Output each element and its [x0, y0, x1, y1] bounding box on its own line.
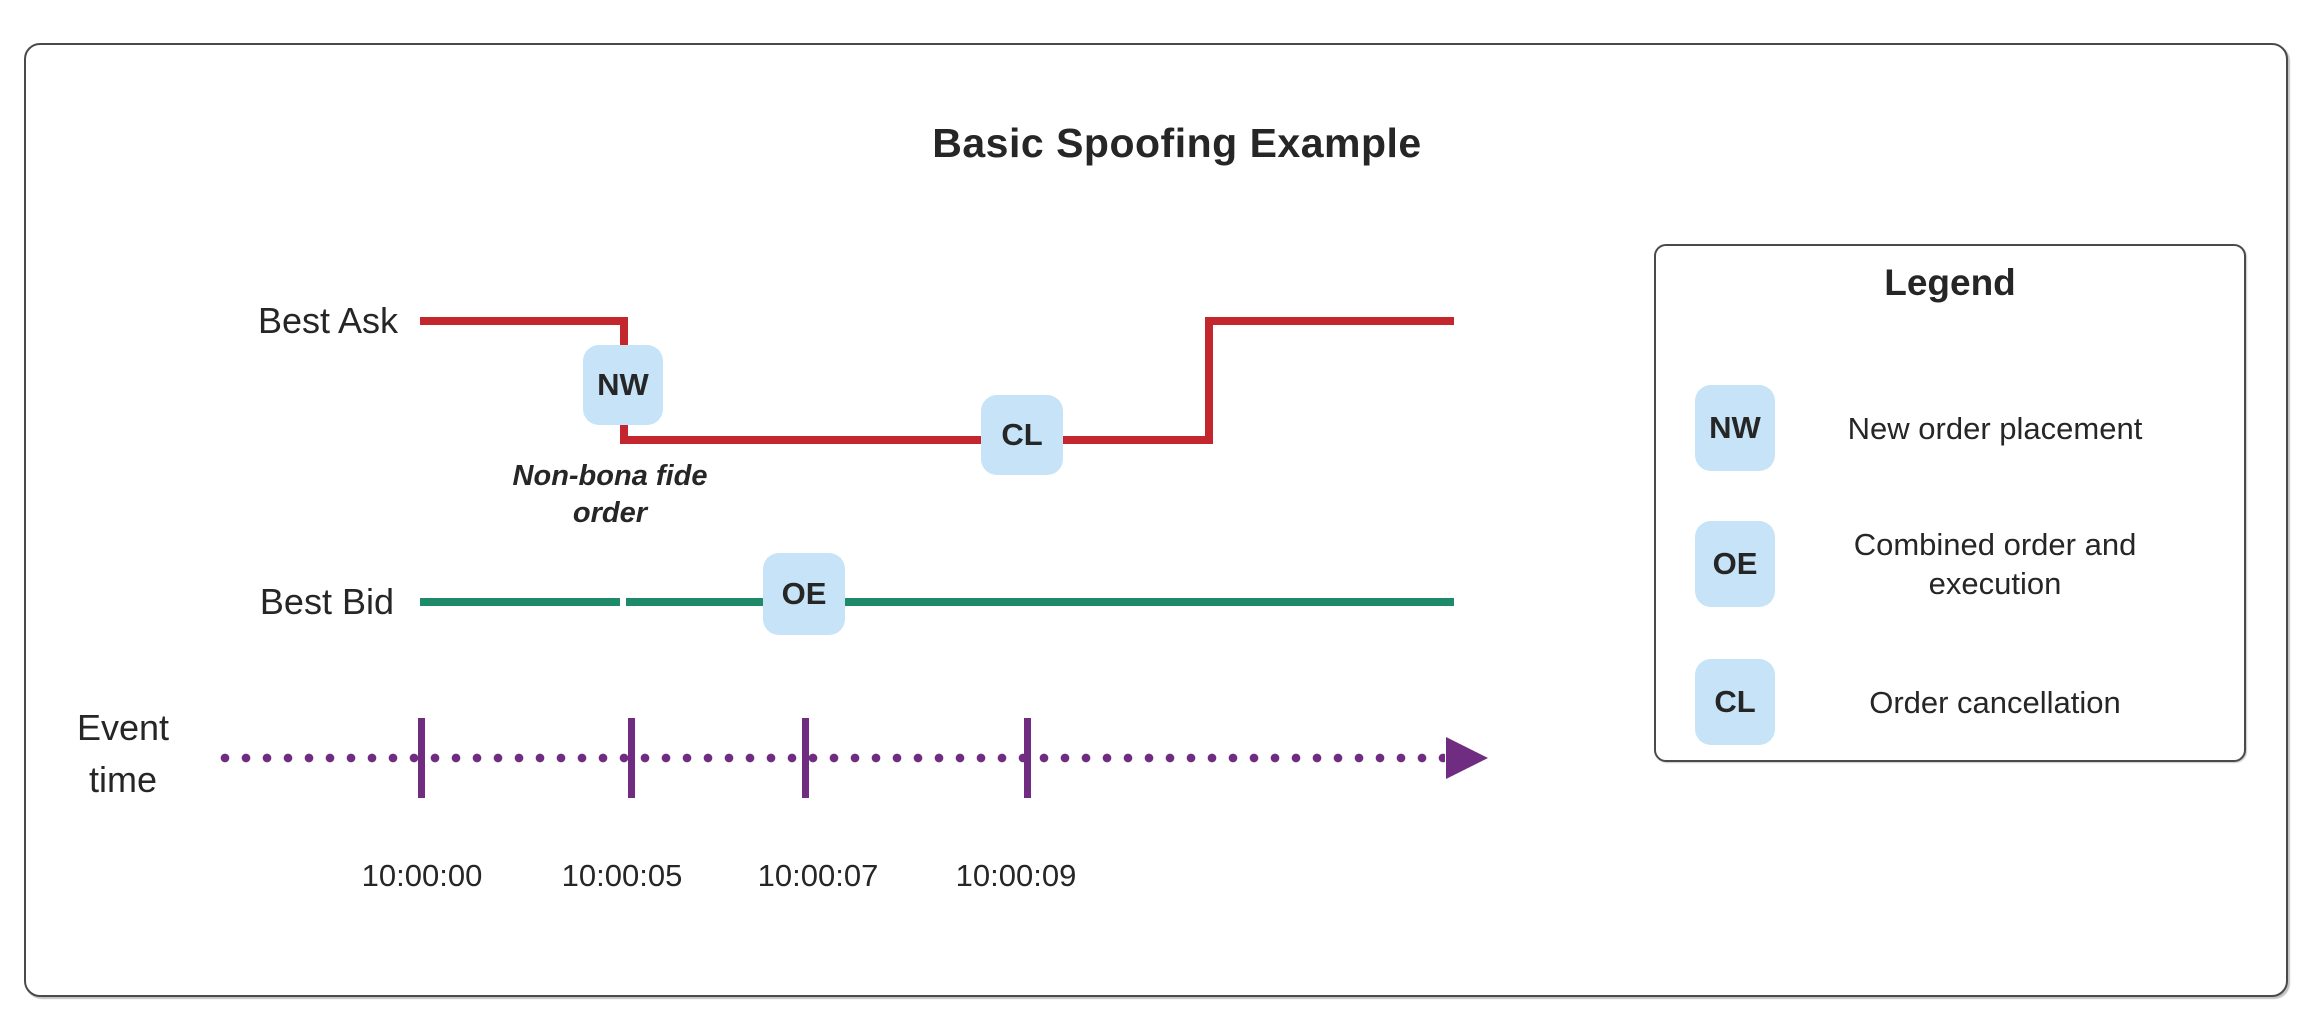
legend-item-label-text: Order cancellation — [1869, 684, 2121, 720]
line-segment — [420, 598, 620, 606]
legend-item: NW New order placement — [1695, 383, 2215, 473]
time-label: 10:00:07 — [757, 858, 879, 893]
legend-item: OE Combined order and execution — [1695, 519, 2215, 609]
legend-item-label: Combined order and execution — [1775, 525, 2215, 603]
legend-box: Legend NW New order placement OE Combine… — [1654, 244, 2246, 762]
cl-badge: CL — [981, 395, 1063, 475]
line-segment — [1205, 321, 1213, 444]
line-segment — [626, 598, 1454, 606]
non-bona-fide-annotation: Non-bona fide order — [512, 460, 708, 529]
legend-badge-nw: NW — [1695, 385, 1775, 471]
time-label: 10:00:09 — [955, 858, 1077, 893]
time-label: 10:00:00 — [361, 858, 483, 893]
timeline-tick — [1024, 718, 1031, 798]
best-bid-label: Best Bid — [259, 581, 394, 622]
legend-title: Legend — [1884, 262, 2016, 303]
timeline-dotted-line — [220, 753, 1445, 763]
timeline-tick — [628, 718, 635, 798]
diagram-title: Basic Spoofing Example — [932, 120, 1422, 166]
legend-item-label: New order placement — [1775, 409, 2215, 448]
legend-item-label: Order cancellation — [1775, 683, 2215, 722]
legend-badge-cl: CL — [1695, 659, 1775, 745]
time-label: 10:00:05 — [561, 858, 683, 893]
line-segment — [620, 436, 1213, 444]
oe-badge: OE — [763, 553, 845, 635]
line-segment — [1205, 317, 1454, 325]
nw-badge: NW — [583, 345, 663, 425]
legend-badge-oe: OE — [1695, 521, 1775, 607]
legend-item-label-text: Combined order and execution — [1853, 527, 2137, 601]
timeline-arrow-icon — [1446, 737, 1488, 779]
timeline-tick — [802, 718, 809, 798]
legend-item-label-text: New order placement — [1847, 410, 2143, 446]
best-ask-label: Best Ask — [257, 300, 398, 341]
event-time-label: Event time — [76, 707, 170, 800]
line-segment — [420, 317, 628, 325]
timeline-tick — [418, 718, 425, 798]
legend-item: CL Order cancellation — [1695, 657, 2215, 747]
